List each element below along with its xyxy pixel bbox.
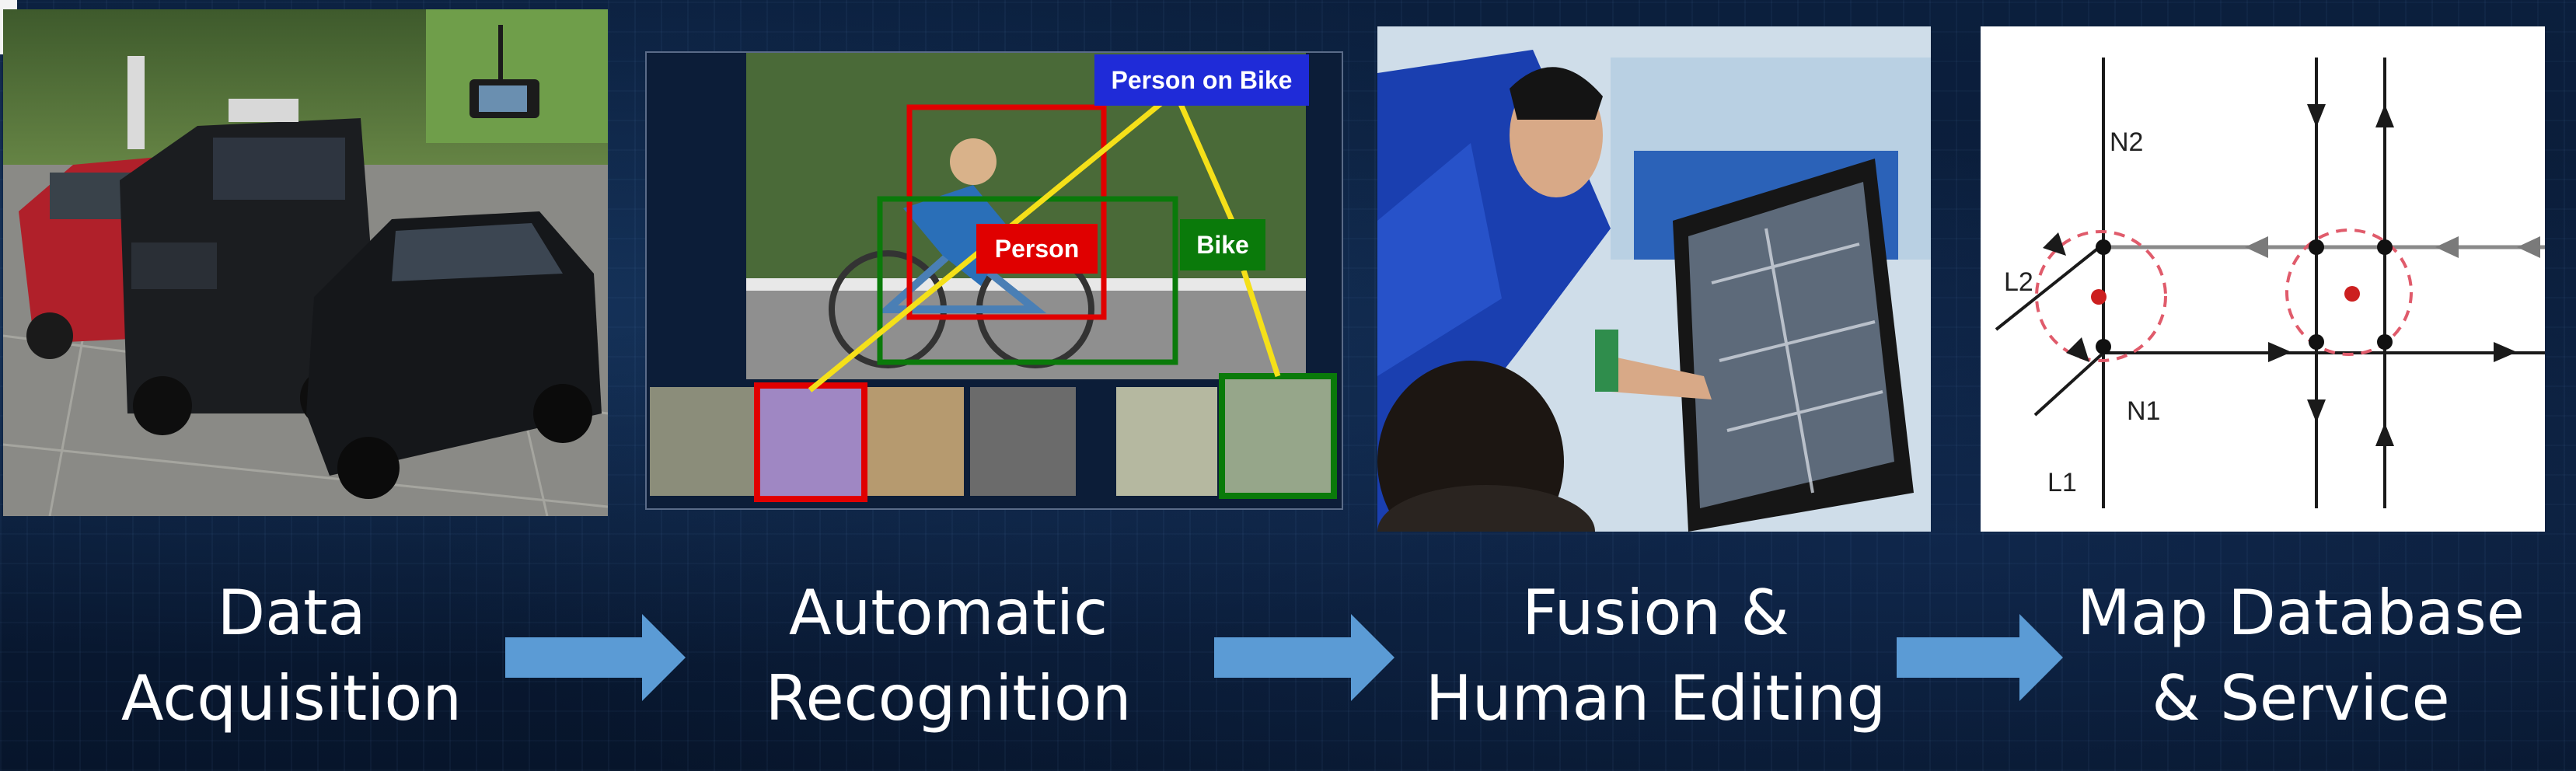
caption-line-2: Recognition (765, 662, 1132, 734)
arrow-right-icon (505, 614, 686, 701)
caption-line-1: Map Database (2077, 577, 2525, 649)
dashcam-inset (426, 9, 608, 143)
link-l2-label: L2 (2004, 267, 2033, 297)
caption-line-2: & Service (2152, 662, 2450, 734)
sedan (306, 211, 602, 499)
fusion-editing-photo (1377, 26, 1931, 532)
recognition-illustration (647, 53, 1342, 508)
node-n2-label: N2 (2110, 127, 2144, 157)
arrow-right-icon (1897, 614, 2063, 701)
arrow-right-icon (1214, 614, 1394, 701)
caption-automatic-recognition: Automatic Recognition (723, 570, 1174, 741)
vehicles-illustration (3, 9, 608, 516)
road-network-diagram (1995, 58, 2545, 508)
caption-line-1: Data (217, 577, 366, 649)
caption-line-2: Human Editing (1425, 662, 1887, 734)
map-database-diagram: N2 N1 L2 L1 (1981, 26, 2545, 532)
person-on-bike-label: Person on Bike (1094, 54, 1309, 106)
woman (1377, 361, 1595, 532)
data-acquisition-photo (3, 9, 608, 516)
caption-data-acquisition: Data Acquisition (78, 570, 505, 741)
editing-illustration (1377, 26, 1931, 532)
bike-label: Bike (1180, 219, 1265, 270)
caption-line-1: Automatic (788, 577, 1108, 649)
recognition-panel: Person on Bike Person Bike (645, 51, 1343, 510)
monitor (1673, 159, 1914, 532)
cyclist (829, 138, 1094, 368)
link-l1-label: L1 (2047, 468, 2077, 497)
caption-fusion-editing: Fusion & Human Editing (1399, 570, 1912, 741)
caption-line-2: Acquisition (120, 662, 462, 734)
person-label: Person (976, 224, 1098, 274)
node-n1-label: N1 (2127, 396, 2161, 426)
caption-map-database: Map Database & Service (2044, 570, 2557, 741)
caption-line-1: Fusion & (1522, 577, 1789, 649)
